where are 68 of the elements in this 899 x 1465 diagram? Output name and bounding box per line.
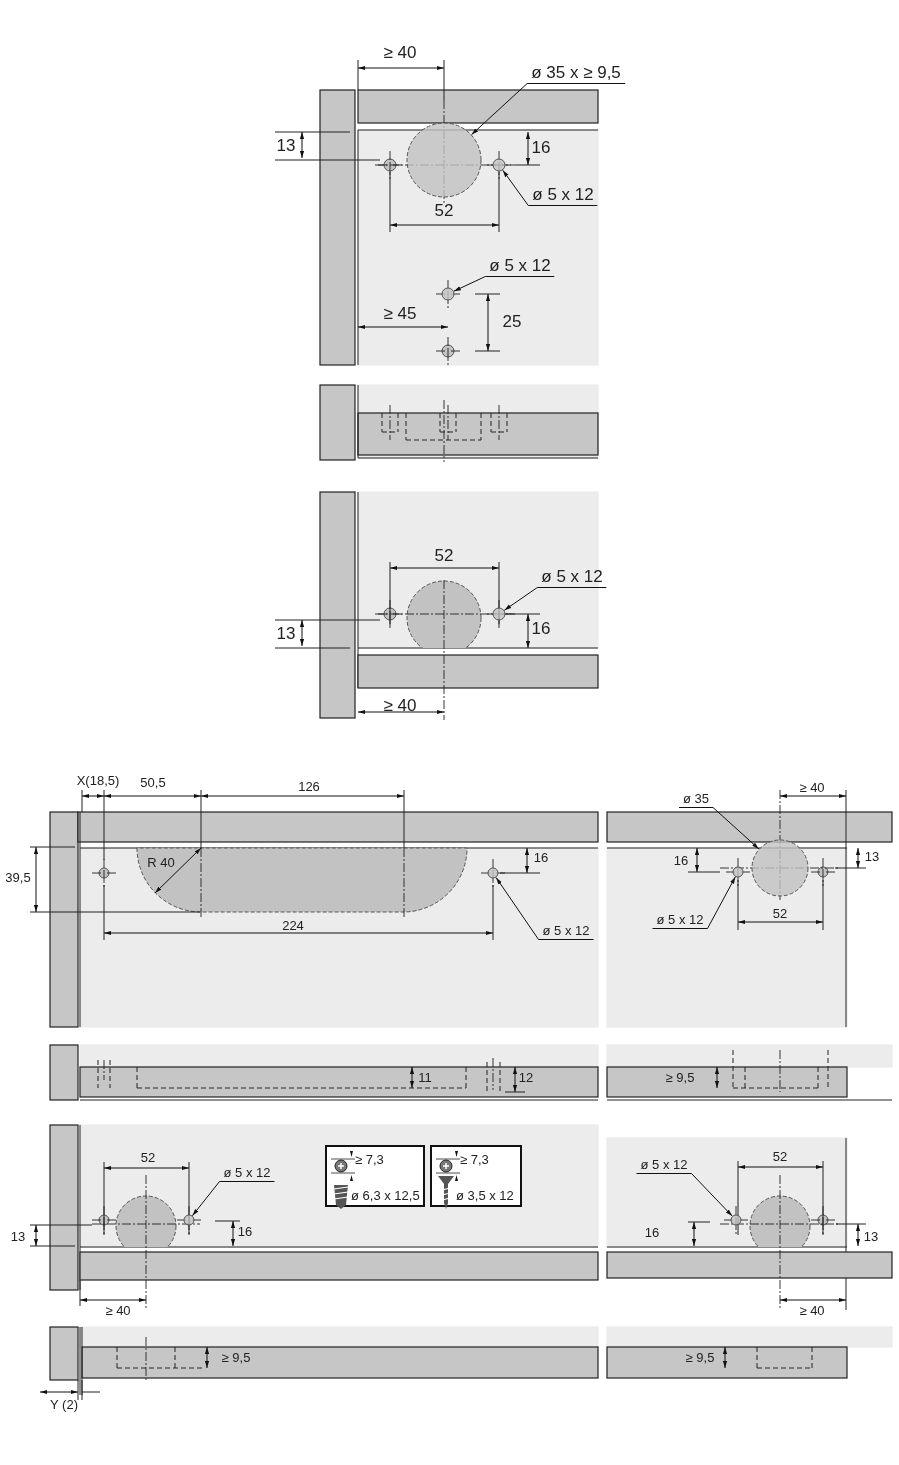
hole-callout: ø 5 x 12 [528, 186, 598, 206]
dimension-label: ≥ 40 [383, 43, 417, 61]
screw-dimension-text: ø 6,3 x 12,5 [351, 1189, 420, 1202]
dimension-label: 11 [418, 1070, 432, 1084]
drill-hole [487, 867, 499, 879]
hinge-cup-hole [751, 839, 809, 897]
screw-spec-box [325, 1145, 425, 1207]
hole-callout: ø 35 x ≥ 9,5 [527, 64, 625, 84]
hole-callout: ø 5 x 12 [219, 1166, 275, 1182]
dimension-label: ≥ 40 [105, 1303, 131, 1317]
dimension-label: 13 [276, 624, 296, 642]
drill-hole [183, 1214, 195, 1226]
dimension-label: Y (2) [50, 1397, 78, 1411]
dimension-label: ≥ 9,5 [221, 1350, 251, 1364]
screw-dimension-text: ≥ 7,3 [355, 1153, 384, 1166]
screw-spec-box [430, 1145, 522, 1207]
leader-line [707, 876, 736, 929]
dimension-label: 13 [864, 849, 880, 863]
hole-callout: ø 5 x 12 [538, 924, 594, 940]
dimension-label: ≥ 40 [383, 696, 417, 714]
dimension-label: 52 [434, 546, 454, 564]
dimension-label: 52 [772, 1149, 788, 1163]
dimension-label: ≥ 40 [799, 1303, 825, 1317]
dimension-label: 52 [140, 1150, 156, 1164]
hinge-cup-hole [406, 122, 482, 198]
dimension-label: 126 [298, 779, 320, 793]
dimension-label: 16 [673, 853, 689, 867]
drill-hole [441, 287, 455, 301]
drill-hole [730, 1214, 742, 1226]
hole-callout: ø 5 x 12 [537, 568, 607, 588]
dimension-label: 16 [644, 1225, 660, 1239]
hole-callout: ø 5 x 12 [485, 257, 555, 277]
dimension-label: 13 [10, 1229, 26, 1243]
dimension-label: 13 [863, 1229, 879, 1243]
leader-line [503, 587, 538, 611]
leader-line [191, 1181, 220, 1217]
screw-dimension-text: ≥ 7,3 [460, 1153, 489, 1166]
dimension-label: 12 [518, 1070, 534, 1084]
drill-hole [492, 607, 506, 621]
dimension-label: 224 [282, 918, 304, 932]
dimension-label: ≥ 9,5 [685, 1350, 715, 1364]
leader-line [691, 1173, 733, 1217]
leader-line [471, 83, 528, 136]
dimension-label: R 40 [147, 855, 175, 869]
dimension-label: 16 [531, 619, 551, 637]
hole-callout: ø 5 x 12 [636, 1158, 692, 1174]
drill-hole [732, 866, 744, 878]
leader-line [495, 877, 539, 940]
leader-line [502, 169, 529, 206]
dimension-label: X(18,5) [76, 773, 120, 787]
dimension-label: 16 [533, 850, 549, 864]
dimension-label: 52 [434, 201, 454, 219]
dimension-label: 25 [502, 312, 522, 330]
dimension-label: 50,5 [140, 775, 166, 789]
leader-line [712, 807, 760, 850]
leader-line [453, 276, 486, 292]
drill-hole [492, 158, 506, 172]
dimension-label: 13 [276, 136, 296, 154]
dimension-label: ≥ 40 [799, 780, 825, 794]
dimension-label: 16 [531, 138, 551, 156]
hole-callout: ø 5 x 12 [652, 913, 708, 929]
dimension-label: ≥ 9,5 [665, 1070, 695, 1084]
screw-dimension-text: ø 3,5 x 12 [456, 1189, 514, 1202]
dimension-label: 52 [772, 906, 788, 920]
hole-callout: ø 35 [679, 792, 713, 808]
dimension-label: 39,5 [5, 870, 31, 884]
dimension-label: ≥ 45 [383, 304, 417, 322]
dimension-label: 16 [237, 1224, 253, 1238]
